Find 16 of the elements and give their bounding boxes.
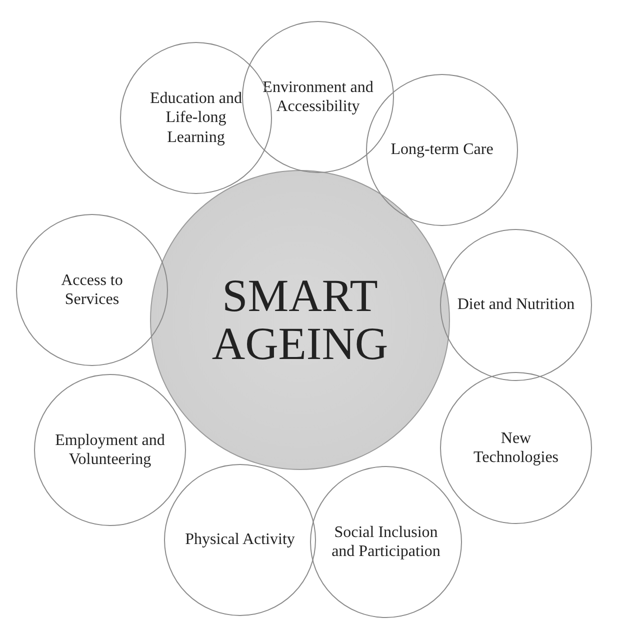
topic-label: Environment and Accessibility <box>262 78 374 116</box>
topic-circle <box>164 464 316 616</box>
topic-circle <box>440 229 592 381</box>
topic-label: Physical Activity <box>185 530 295 550</box>
topic-label: Education and Life-long Learning <box>149 89 243 147</box>
topic-label: Social Inclusion and Participation <box>330 522 442 562</box>
topic-circle <box>440 372 592 524</box>
topic-circle <box>34 374 186 526</box>
topic-label: Diet and Nutrition <box>457 295 575 315</box>
topic-label: New Technologies <box>472 428 560 468</box>
central-title: SMART AGEING <box>210 272 390 368</box>
topic-circle <box>310 466 462 618</box>
topic-label: Employment and Volunteering <box>54 430 166 470</box>
topic-label: Access to Services <box>60 270 124 310</box>
topic-circle <box>16 214 168 366</box>
topic-label: Long-term Care <box>390 140 494 160</box>
